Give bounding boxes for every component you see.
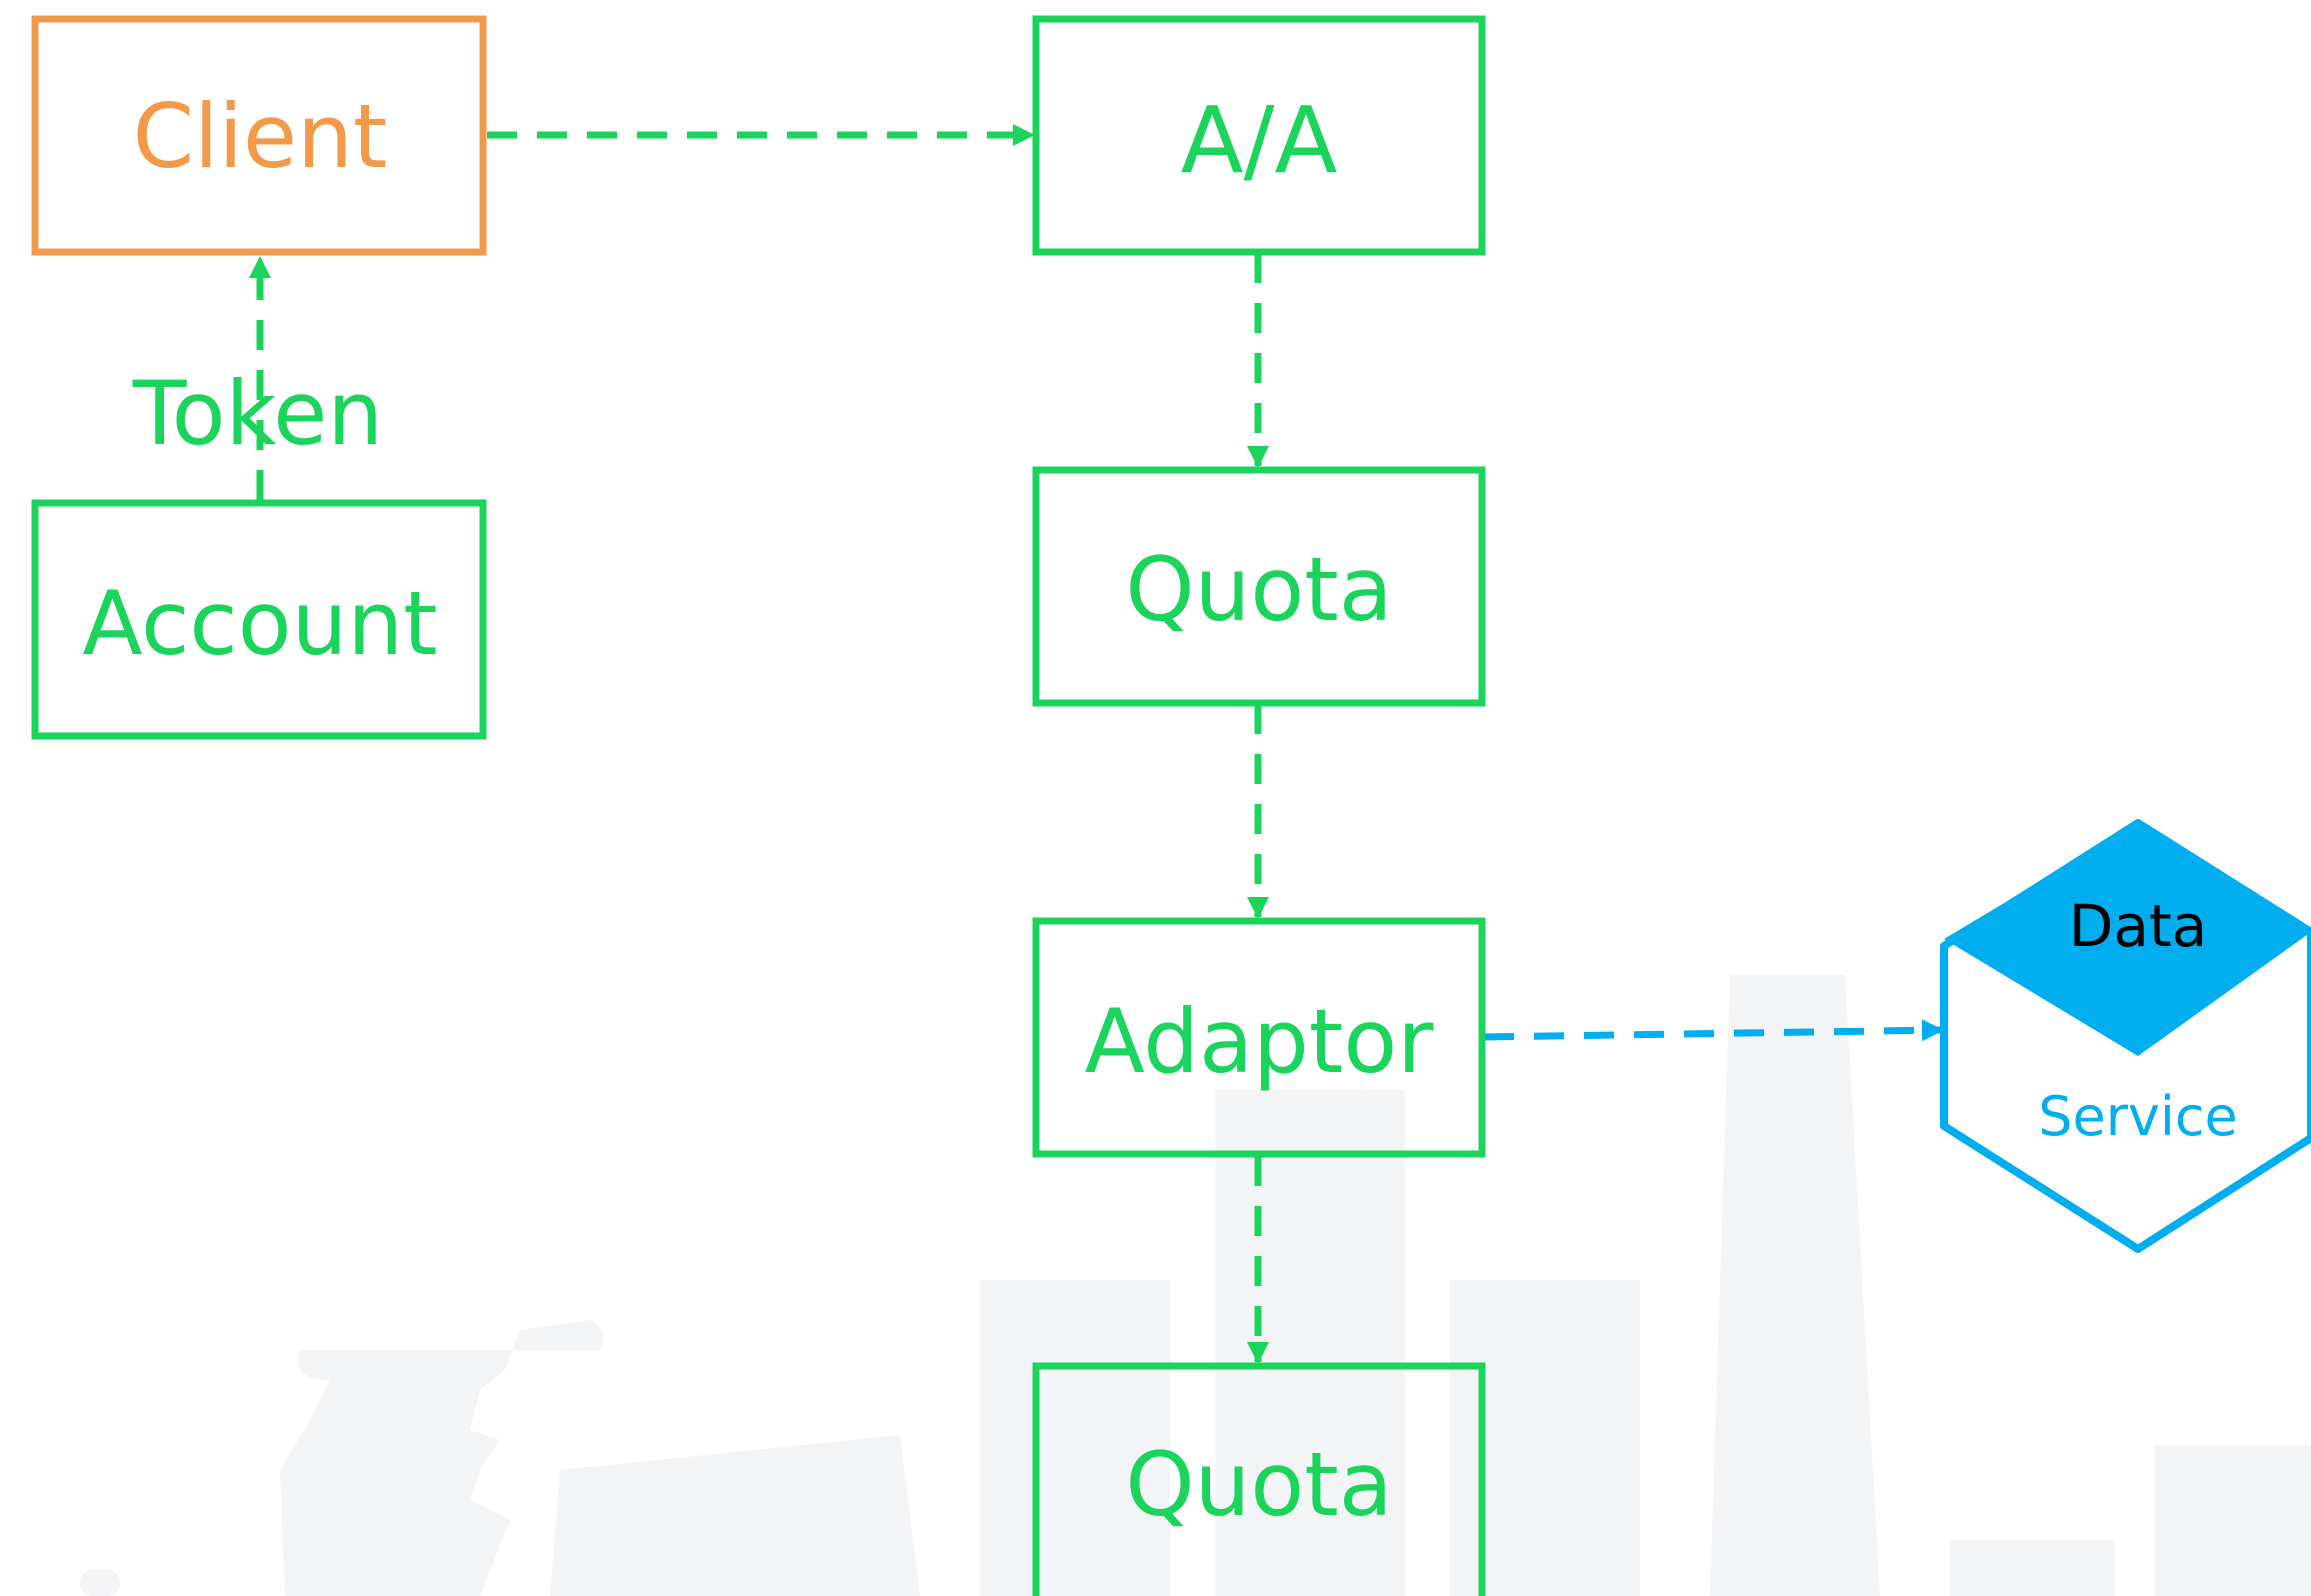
skyline-background [80, 975, 2311, 1596]
node-adaptor: Adaptor [1032, 917, 1486, 1158]
node-client: Client [31, 15, 487, 256]
edge-label-token: Token [132, 362, 383, 465]
data-service-service-label: Service [2038, 1085, 2238, 1148]
node-adaptor-label: Adaptor [1085, 990, 1435, 1093]
node-aa: A/A [1032, 15, 1486, 256]
node-quota-top: Quota [1032, 466, 1486, 707]
node-aa-label: A/A [1181, 87, 1338, 194]
edges [249, 124, 1944, 1364]
data-service-top-fill [1944, 823, 2311, 1056]
node-client-label: Client [133, 85, 388, 188]
node-quota-top-label: Quota [1125, 538, 1392, 641]
node-quota-bottom-label: Quota [1125, 1433, 1392, 1536]
data-service-node: Data Service [1940, 819, 2311, 1253]
node-account: Account [31, 499, 487, 740]
node-account-label: Account [82, 572, 437, 675]
node-quota-bottom: Quota [1032, 1362, 1486, 1596]
data-service-data-label: Data [2069, 892, 2208, 960]
edge-adaptor-to-service [1483, 1019, 1944, 1042]
